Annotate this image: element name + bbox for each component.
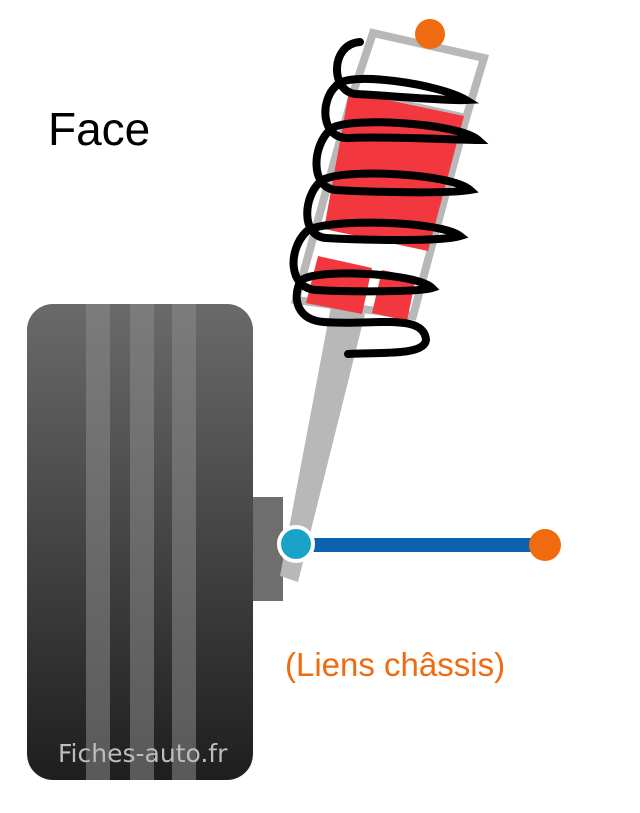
strut-rod xyxy=(280,306,365,582)
chassis-mount-arm xyxy=(529,529,561,561)
tire-groove xyxy=(172,304,196,780)
coil-spring xyxy=(289,38,489,358)
shock-lower-block xyxy=(372,270,416,321)
tire xyxy=(27,304,253,780)
chassis-links-label: (Liens châssis) xyxy=(285,646,506,683)
tire-groove xyxy=(86,304,110,780)
watermark: Fiches-auto.fr xyxy=(58,739,228,768)
chassis-mount-top xyxy=(415,19,445,49)
tire-groove xyxy=(130,304,154,780)
view-title: Face xyxy=(48,103,151,155)
lower-pivot-joint xyxy=(277,525,315,563)
